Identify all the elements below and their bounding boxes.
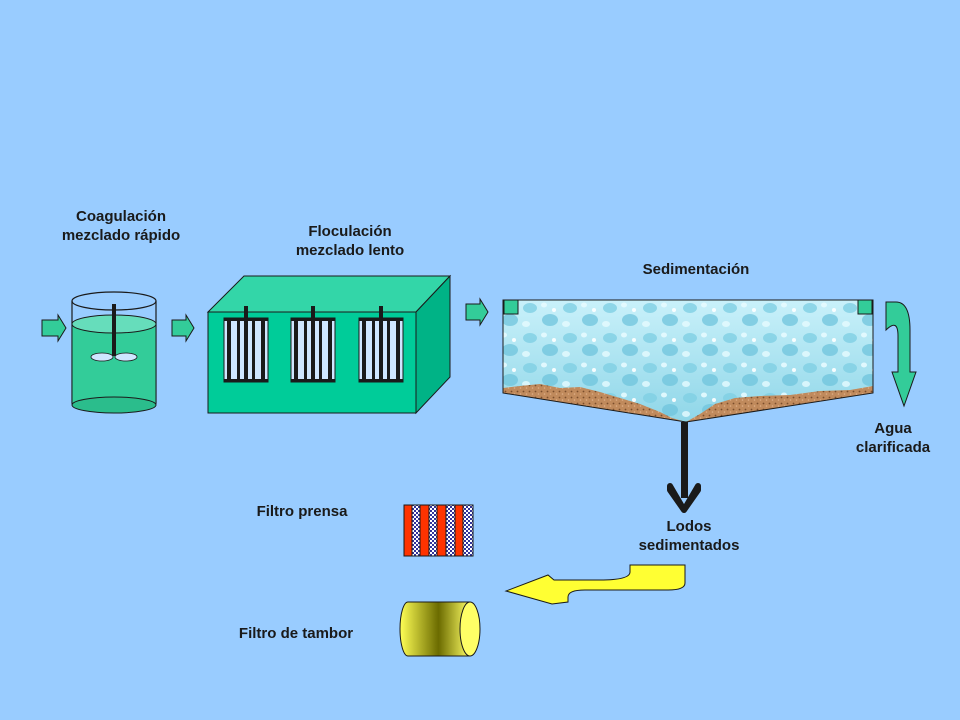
impeller-blade <box>90 352 114 362</box>
sludge-drain-arrow <box>667 422 701 513</box>
paddle <box>358 306 404 383</box>
coagulation-tank <box>71 291 157 414</box>
flocculation-label: Floculación mezclado lento <box>270 222 430 260</box>
sludge-label-line2: sedimentados <box>638 537 740 554</box>
mixer-shaft <box>112 304 116 356</box>
clarified-water-label-line2: clarificada <box>855 439 931 456</box>
coagulation-label-line1: Coagulación <box>75 208 166 225</box>
sludge-label: Lodos sedimentados <box>614 517 764 555</box>
flow-arrow-coag-to-floc <box>171 313 195 343</box>
sedimentation-label: Sedimentación <box>616 260 776 279</box>
drum-filter-label-line1: Filtro de tambor <box>238 625 354 642</box>
impeller-blade <box>114 352 138 362</box>
inlet-weir <box>503 299 519 315</box>
flow-arrow-in <box>41 313 67 343</box>
clarified-water-arrow <box>885 301 917 408</box>
coagulation-label: Coagulación mezclado rápido <box>46 207 196 245</box>
paddle <box>223 306 269 383</box>
flocculation-tank <box>206 274 452 415</box>
sedimentation-label-line1: Sedimentación <box>642 261 750 278</box>
filter-press-label-line1: Filtro prensa <box>256 503 348 520</box>
outlet-weir <box>857 299 873 315</box>
sludge-label-line1: Lodos <box>666 518 712 535</box>
sludge-layer <box>503 384 873 422</box>
filter-press <box>403 504 474 557</box>
flocculation-label-line1: Floculación <box>308 223 392 240</box>
drum-filter-label: Filtro de tambor <box>206 624 386 643</box>
sedimentation-tank <box>502 299 874 423</box>
filter-press-label: Filtro prensa <box>230 502 374 521</box>
coagulation-label-line2: mezclado rápido <box>61 227 181 244</box>
clarified-water-label: Agua clarificada <box>838 419 948 457</box>
flocculation-label-line2: mezclado lento <box>295 242 405 259</box>
clarified-water-label-line1: Agua <box>874 420 912 437</box>
sludge-transfer-arrow <box>504 564 686 605</box>
drum-filter <box>399 601 481 657</box>
flow-arrow-floc-to-sed <box>465 297 489 327</box>
paddle <box>290 306 336 383</box>
